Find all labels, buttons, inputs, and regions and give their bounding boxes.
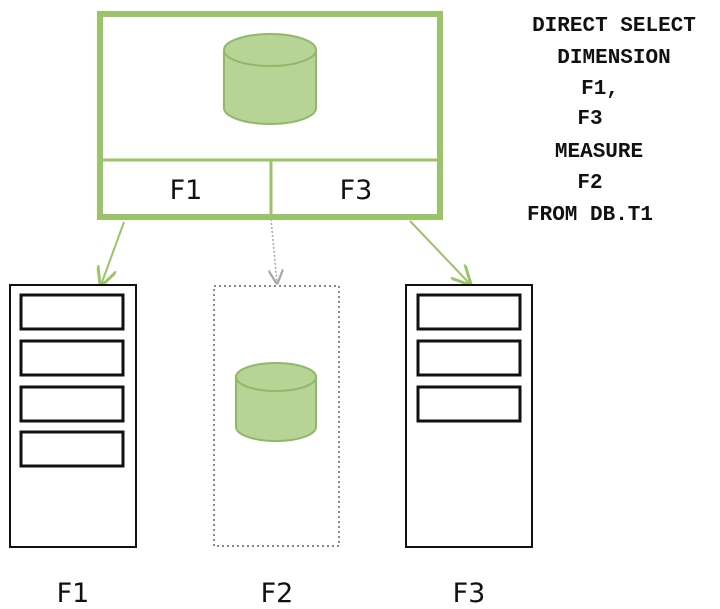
query-line: DIRECT SELECT	[532, 15, 696, 38]
query-line: MEASURE	[555, 141, 643, 164]
database-icon	[235, 362, 317, 442]
column-slot	[19, 385, 125, 423]
column-slot	[19, 339, 125, 377]
source-table: F1 F3	[97, 11, 443, 220]
column-f3	[405, 284, 533, 548]
arrow-to-f2	[271, 218, 277, 283]
column-slot	[19, 293, 125, 331]
column-slot	[416, 339, 522, 377]
column-slot	[416, 293, 522, 331]
column-label: F1	[57, 578, 90, 609]
column-frame-dotted	[213, 285, 340, 547]
query-line: F3	[577, 108, 602, 131]
query-line: F1,	[581, 78, 619, 101]
query-line: F2	[577, 172, 602, 195]
column-slot	[416, 385, 522, 423]
database-icon	[223, 33, 317, 125]
query-text: DIRECT SELECT DIMENSION F1, F3 MEASURE F…	[527, 15, 696, 227]
column-f2	[213, 285, 340, 547]
query-line: DIMENSION	[557, 47, 670, 70]
arrow-to-f1	[101, 221, 125, 285]
query-line: FROM DB.T1	[527, 204, 653, 227]
column-slot	[19, 430, 125, 468]
source-field-label: F1	[170, 175, 203, 206]
source-field-label: F3	[340, 175, 373, 206]
arrow-to-f3	[409, 220, 470, 284]
column-label: F2	[261, 578, 294, 609]
column-f1	[9, 284, 137, 548]
column-label: F3	[453, 578, 486, 609]
